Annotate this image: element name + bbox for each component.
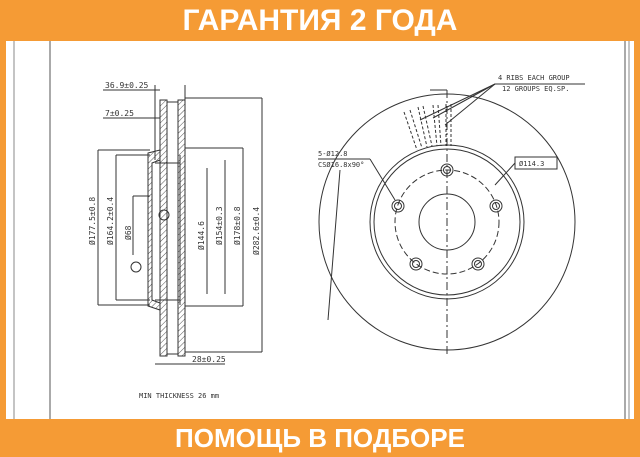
- ribs-label-1: 4 RIBS EACH GROUP: [498, 74, 570, 82]
- ribs-label-2: 12 GROUPS EQ.SP.: [502, 85, 569, 93]
- cooling-ribs: [403, 104, 452, 151]
- countersink-label: CSØ16.8x90°: [318, 161, 364, 169]
- dia-177-label: Ø177.5±0.8: [87, 197, 97, 245]
- selection-help-banner[interactable]: ПОМОЩЬ В ПОДБОРЕ: [175, 423, 465, 453]
- flange-label: 7±0.25: [105, 109, 134, 118]
- dia-282-label: Ø282.6±0.4: [251, 207, 261, 255]
- dia-154-label: Ø154±0.3: [214, 206, 224, 245]
- bolt-holes: [391, 163, 503, 271]
- thickness-label: 28±0.25: [192, 355, 226, 364]
- front-view: 4 RIBS EACH GROUP 12 GROUPS EQ.SP. 5-Ø12…: [318, 74, 585, 355]
- overall-height-label: 36.9±0.25: [105, 81, 149, 90]
- holes-label: 5-Ø12.8: [318, 150, 348, 158]
- pcd-label: Ø114.3: [519, 160, 544, 168]
- warranty-banner: ГАРАНТИЯ 2 ГОДА: [182, 4, 458, 37]
- min-thickness-label: MIN THICKNESS 26 mm: [139, 392, 219, 400]
- dia-178-label: Ø178±0.8: [232, 206, 242, 245]
- technical-drawing: 36.9±0.25 7±0.25 Ø177.5±0.8 Ø164.2±0.4 Ø…: [6, 41, 634, 419]
- dia-68-label: Ø68: [123, 225, 133, 240]
- dia-144-label: Ø144.6: [196, 221, 206, 250]
- side-view: 36.9±0.25 7±0.25 Ø177.5±0.8 Ø164.2±0.4 Ø…: [87, 81, 263, 400]
- dia-164-label: Ø164.2±0.4: [105, 197, 115, 245]
